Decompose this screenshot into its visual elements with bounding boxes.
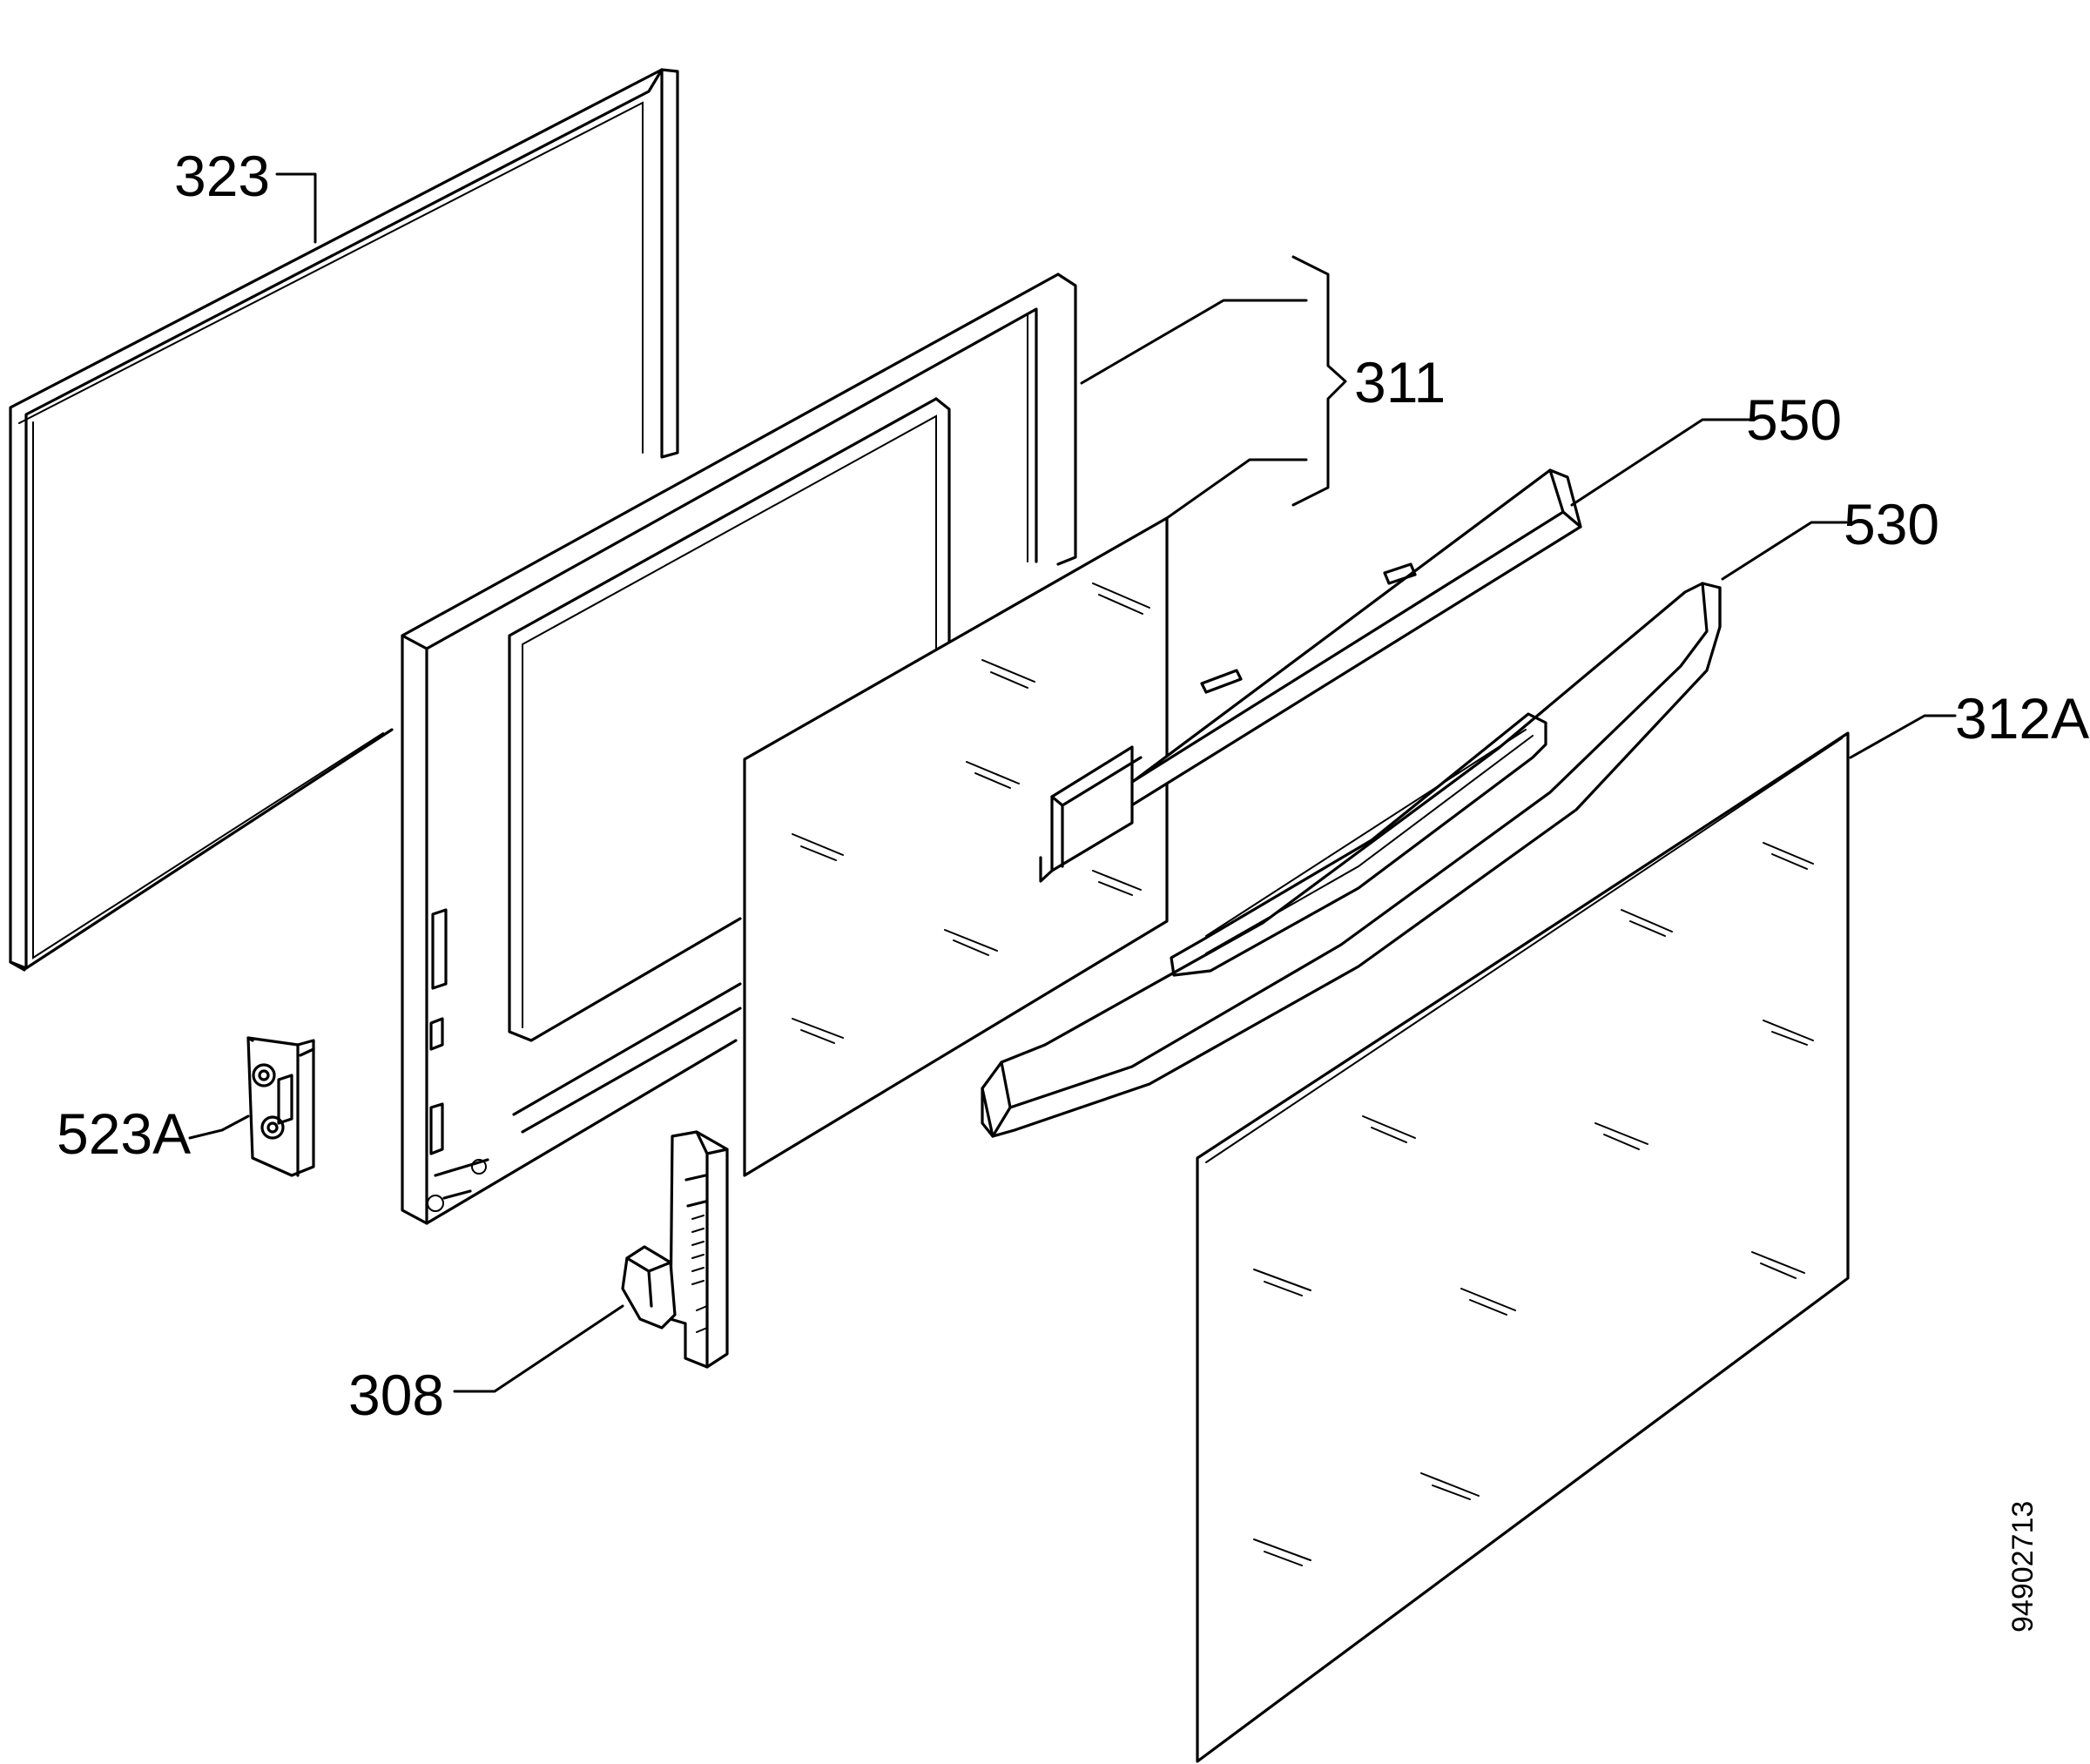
callout-308: 308	[348, 1363, 444, 1427]
part-550-profile	[1039, 468, 1582, 883]
callout-523A: 523A	[57, 1101, 191, 1166]
leader-530	[1721, 521, 1848, 581]
callout-312A: 312A	[1955, 686, 2089, 751]
leader-311-bottom	[1165, 458, 1308, 520]
callout-311: 311	[1354, 350, 1446, 414]
part-530-handle	[981, 582, 1722, 1138]
leader-550	[1570, 418, 1752, 507]
leader-308	[453, 1304, 624, 1393]
leader-312A	[1849, 714, 1957, 759]
leader-lines	[188, 172, 1957, 1393]
part-312A-outer-glass	[1196, 731, 1850, 1763]
callout-530: 530	[1844, 492, 1939, 556]
leader-323	[275, 172, 317, 244]
leader-311-top	[1080, 299, 1308, 385]
part-311-inner-frame	[401, 273, 1077, 1225]
callout-labels: 323 311 550 530 312A 523A 308 94902713	[57, 144, 2089, 1633]
document-number: 94902713	[2006, 1501, 2039, 1633]
callout-323: 323	[174, 144, 270, 208]
part-308-hinge	[621, 1130, 729, 1369]
part-523A-hinge-bracket	[246, 1036, 315, 1177]
leader-523A	[188, 1114, 250, 1140]
part-323-gasket	[9, 68, 679, 972]
callout-550: 550	[1746, 387, 1842, 452]
part-middle-glass	[743, 516, 1169, 1177]
brace-311	[1291, 255, 1347, 507]
